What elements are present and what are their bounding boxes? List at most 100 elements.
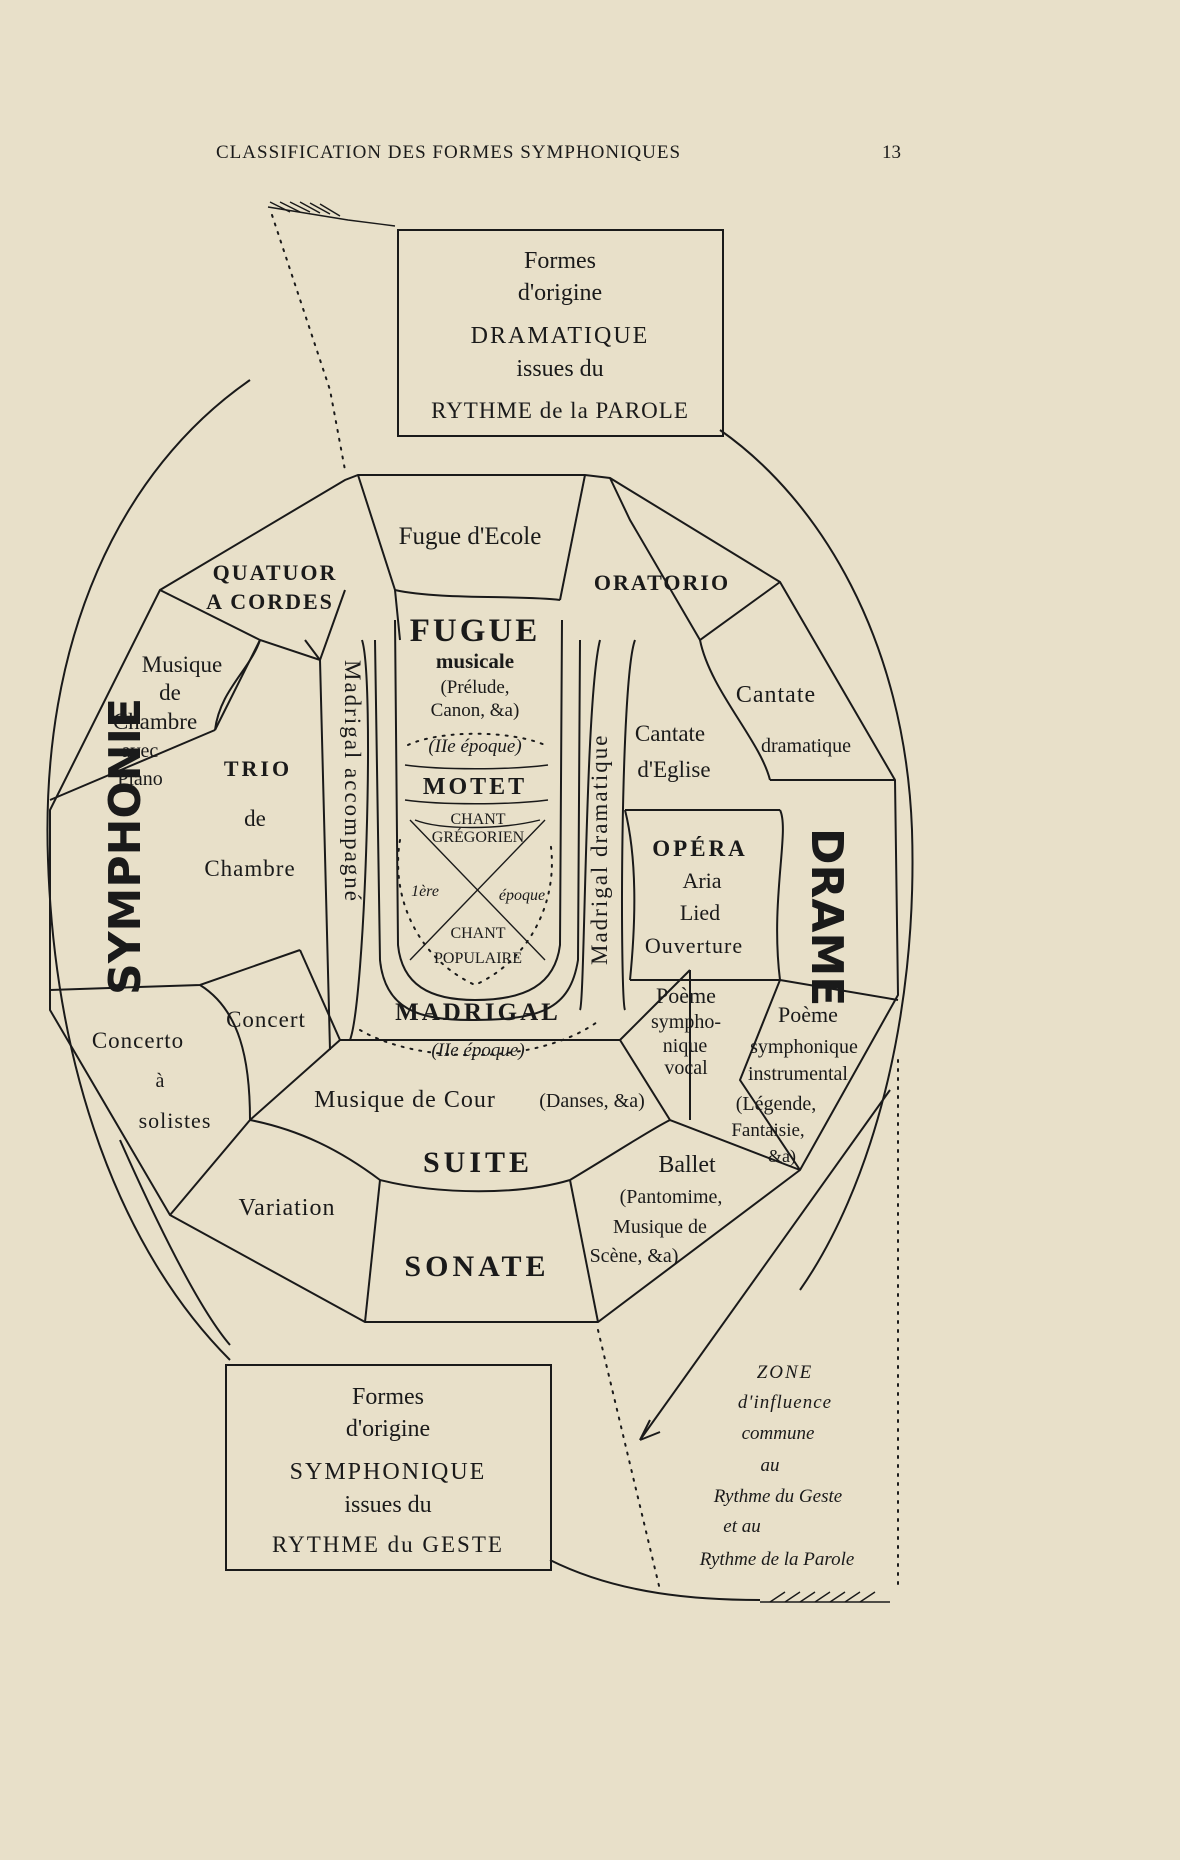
outer-ring: [49, 474, 900, 1323]
poeme-vocal-label-4: vocal: [664, 1057, 708, 1079]
aria-label: Aria: [682, 868, 721, 893]
ouverture-label: Ouverture: [645, 933, 743, 958]
zone-label-3: commune: [742, 1423, 815, 1444]
epoque1-label-2: époque: [499, 887, 545, 904]
dotted-guide-bottom: [597, 1329, 661, 1591]
box-top-line4: issues du: [516, 356, 603, 382]
madrigal-dramatique-band-2: [621, 639, 636, 1011]
ballet-label-2: (Pantomime,: [620, 1186, 723, 1208]
musique-cour-label: Musique de Cour: [314, 1087, 496, 1113]
zone-label-1: ZONE: [757, 1362, 814, 1383]
drame-label: DRAME: [801, 828, 852, 1006]
outer-outline-bottom: [549, 1559, 761, 1601]
madrigal-accompagne-band-2: [349, 639, 369, 1041]
musique-chambre-label-3: Chambre: [113, 709, 197, 734]
zone-label-6: et au: [723, 1516, 760, 1537]
opera-label: OPÉRA: [652, 836, 748, 861]
trio-label-1: TRIO: [224, 756, 292, 781]
trio-label-2: de: [244, 806, 266, 831]
sonate-label: SONATE: [404, 1250, 549, 1283]
chant-populaire-label-1: CHANT: [450, 925, 505, 942]
arrow-bottom-decoration: [760, 1591, 890, 1603]
gregorien-arc: [414, 819, 541, 829]
cantate-dramatique-label-1: Cantate: [736, 682, 816, 708]
danses-label: (Danses, &a): [539, 1090, 645, 1112]
cross-dotted-circle: [397, 839, 553, 987]
outer-outline-right: [719, 429, 914, 1291]
poeme-vocal-label-1: Poème: [656, 983, 716, 1008]
canon-label: Canon, &a): [431, 700, 520, 721]
epoque2-dotted: [407, 732, 546, 746]
cross-line-2: [409, 819, 546, 961]
poeme-instr-label-5: Fantaisie,: [731, 1120, 804, 1141]
ballet-label-1: Ballet: [658, 1152, 716, 1178]
zone-arrow: [639, 1089, 891, 1441]
concerto-label-3: solistes: [139, 1108, 212, 1133]
box-top-line5: RYTHME de la PAROLE: [431, 398, 689, 423]
zone-label-7: Rythme de la Parole: [699, 1549, 855, 1570]
trio-label-3: Chambre: [204, 856, 295, 881]
poeme-vocal-label-3: nique: [663, 1035, 708, 1057]
box-bottom-line2: d'origine: [346, 1416, 430, 1442]
fugue-ecole-label: Fugue d'Ecole: [399, 523, 542, 550]
quatuor-label-2: A CORDES: [206, 589, 334, 614]
cantate-dramatique-label-2: dramatique: [761, 735, 851, 757]
epoque3-dotted: [359, 1019, 601, 1057]
symphonie-label: SYMPHONIE: [100, 698, 151, 995]
motet-band-2: [404, 799, 549, 805]
ballet-label-3: Musique de: [613, 1216, 707, 1238]
ballet-label-4: Scène, &a): [590, 1245, 679, 1267]
box-bottom-line1: Formes: [352, 1384, 424, 1410]
box-top-line1: Formes: [524, 248, 596, 274]
zone-label-5: Rythme du Geste: [713, 1486, 842, 1507]
arrow-top-decoration: [267, 201, 396, 227]
madrigal-u-inner: [394, 619, 563, 1002]
box-bottom-line4: issues du: [344, 1492, 431, 1518]
inner-structure: [49, 474, 899, 1323]
box-top-line2: d'origine: [518, 280, 602, 306]
musique-chambre-label-2: de: [159, 680, 181, 705]
prelude-label: (Prélude,: [440, 677, 509, 698]
dotted-guide-left: [271, 214, 346, 471]
epoque2-label: (IIe époque): [428, 736, 521, 757]
madrigal-u-outer: [374, 639, 581, 1022]
poeme-instr-label-6: &a): [768, 1146, 796, 1167]
outer-outline: [46, 379, 251, 1361]
concerto-label-2: à: [156, 1070, 165, 1092]
poeme-instr-label-4: (Légende,: [736, 1093, 817, 1115]
poeme-instr-label-2: symphonique: [750, 1036, 858, 1058]
box-dramatique: [397, 229, 724, 437]
lied-label: Lied: [680, 900, 720, 925]
fugue-label: FUGUE: [410, 613, 541, 649]
epoque1-label-1: 1ère: [411, 883, 439, 900]
musique-chambre-label-4: avec: [122, 740, 159, 762]
concert-label: Concert: [226, 1007, 306, 1032]
chant-gregorien-label-2: GRÉGORIEN: [432, 827, 525, 846]
oratorio-label: ORATORIO: [594, 570, 730, 595]
cantate-eglise-label-1: Cantate: [635, 721, 705, 746]
musicale-label: musicale: [436, 649, 514, 673]
box-bottom-line5: RYTHME du GESTE: [272, 1532, 504, 1557]
motet-band: [404, 764, 549, 770]
madrigal-accompagne-band: [304, 639, 331, 1051]
epoque3-label: (IIe époque): [431, 1040, 524, 1061]
page-header-title: CLASSIFICATION DES FORMES SYMPHONIQUES: [216, 142, 681, 163]
madrigal-dramatique-label: Madrigal dramatique: [587, 733, 612, 965]
musique-chambre-label-1: Musique: [142, 652, 223, 677]
chant-gregorien-label-1: CHANT: [450, 811, 505, 828]
zone-label-4: au: [761, 1455, 780, 1476]
concerto-label-1: Concerto: [92, 1028, 184, 1053]
musique-chambre-label-5: Piano: [117, 768, 163, 790]
box-symphonique: [225, 1364, 552, 1571]
madrigal-accompagne-label: Madrigal accompagné: [340, 660, 365, 903]
poeme-instr-label-3: instrumental: [748, 1063, 848, 1085]
zone-arrow-head: [639, 1419, 661, 1441]
madrigal-dramatique-band: [579, 639, 601, 1011]
suite-label: SUITE: [423, 1146, 533, 1179]
madrigal-label: MADRIGAL: [395, 999, 561, 1026]
outer-outline-bottom-left: [119, 1139, 231, 1346]
variation-label: Variation: [239, 1195, 336, 1221]
motet-label: MOTET: [423, 774, 527, 800]
page-number: 13: [882, 142, 901, 163]
